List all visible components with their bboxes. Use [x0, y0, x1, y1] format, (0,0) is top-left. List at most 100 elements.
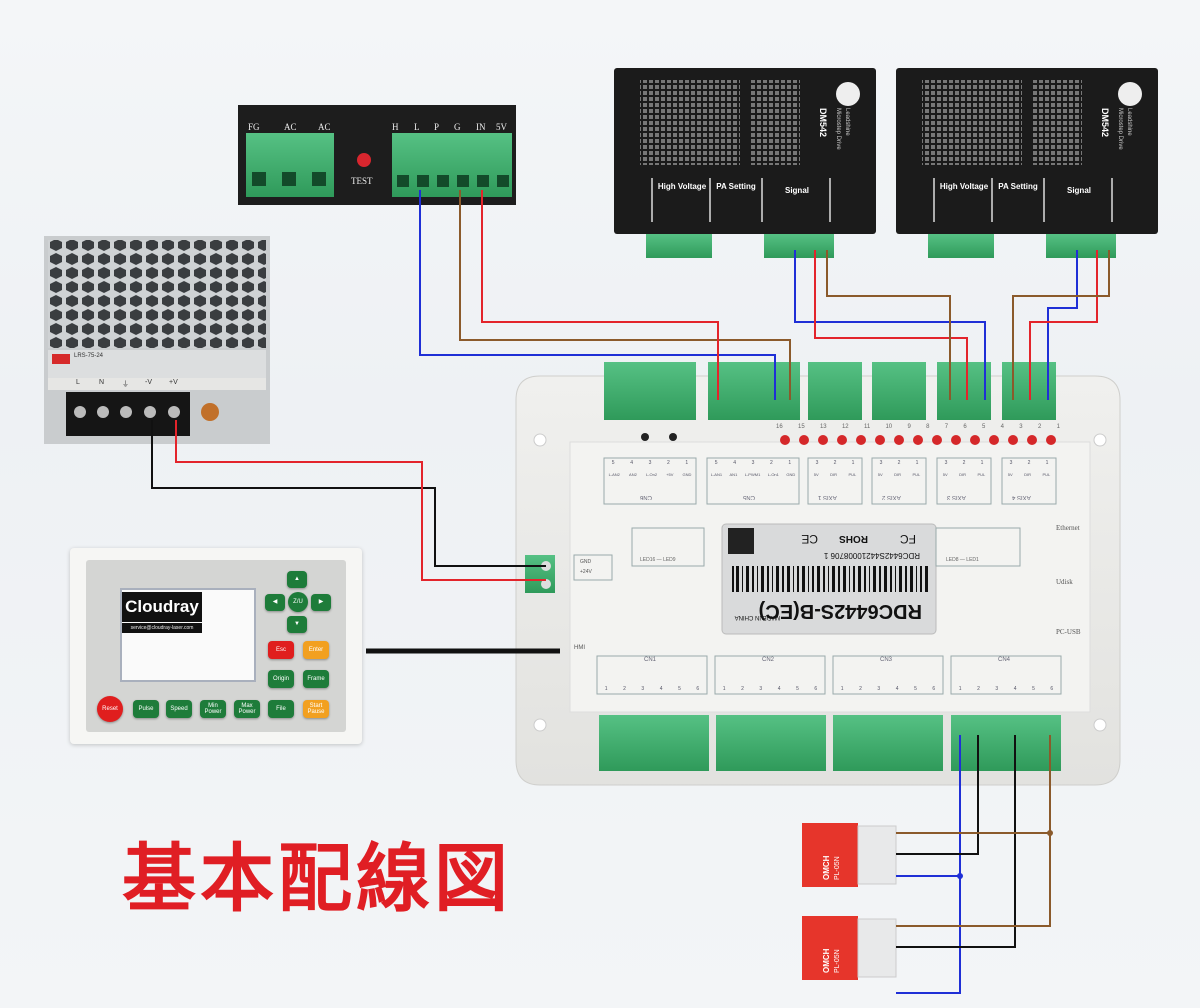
led-number: 8: [926, 424, 930, 430]
pin: 6: [814, 686, 818, 692]
group-cn2: CN2: [762, 657, 775, 663]
signal: DIR: [959, 472, 966, 477]
right-arrow-key[interactable]: ▶: [311, 594, 331, 611]
led-number: 6: [963, 424, 967, 430]
signal: 5V: [813, 472, 819, 477]
group-axis1: AXIS 1: [818, 494, 837, 500]
pin: 2: [769, 460, 773, 466]
port-udisk[interactable]: Udisk: [1056, 578, 1073, 586]
pin: 1: [980, 460, 984, 466]
laser-power-supply: [238, 105, 516, 205]
up-arrow-key[interactable]: ▲: [287, 571, 307, 588]
controller-label: RDC6442S-B(EC) MADE IN CHINA RDC6442S442…: [730, 528, 930, 628]
down-arrow-key[interactable]: ▼: [287, 616, 307, 633]
switch2-brand: OMCH: [822, 948, 831, 973]
pin: 3: [648, 460, 652, 466]
z-u-key[interactable]: Z/U: [288, 592, 308, 612]
panel-logo: Cloudray: [122, 592, 202, 622]
led-number: 5: [982, 424, 986, 430]
led-number: 15: [797, 424, 805, 430]
esc-key[interactable]: Esc: [268, 641, 294, 659]
pin: 3: [751, 460, 755, 466]
cert-fc: FC: [900, 532, 916, 546]
led-number: 10: [885, 424, 893, 430]
enter-key[interactable]: Enter: [303, 641, 329, 659]
pulse-key[interactable]: Pulse: [133, 700, 159, 718]
start-pause-key[interactable]: Start Pause: [303, 700, 329, 718]
test-button[interactable]: [357, 153, 371, 167]
driver2-section-pa: PA Setting: [998, 182, 1038, 191]
wires: [151, 190, 1110, 994]
pin: 1: [604, 686, 608, 692]
limit-switch-2: [802, 916, 897, 980]
psu-label-fg: FG: [248, 122, 260, 132]
led-number: 11: [863, 424, 871, 430]
pin: 3: [1009, 460, 1013, 466]
signal: PUL: [912, 472, 921, 477]
led-number: 7: [944, 424, 949, 430]
bottom-terminal-blocks: [599, 715, 1061, 771]
led-number: 13: [819, 424, 827, 430]
pin: 5: [1032, 686, 1035, 692]
cert-ce: CE: [801, 532, 818, 546]
driver2-model: DM542: [1100, 108, 1110, 138]
led-number: 9: [907, 424, 911, 430]
pin: 1: [915, 460, 919, 466]
panel-url: service@cloudray-laser.com: [122, 623, 202, 633]
pin: 4: [659, 686, 663, 692]
port-pc-usb[interactable]: PC-USB: [1056, 628, 1081, 636]
pin: 4: [1013, 686, 1017, 692]
max-power-key[interactable]: Max Power: [234, 700, 260, 718]
page-title: 基本配線図: [122, 836, 512, 922]
serial-number: RDC6442S44210008706 1: [823, 551, 920, 560]
made-in-label: MADE IN CHINA: [734, 614, 780, 620]
pin: 3: [815, 460, 819, 466]
dc-psu-terminal-pos: +V: [169, 379, 178, 386]
group-axis3: AXIS 3: [947, 494, 966, 500]
power-label-24v: +24V: [580, 569, 592, 575]
pin: 5: [796, 686, 799, 692]
status-leds: [780, 435, 1056, 445]
signal: GND: [682, 472, 692, 477]
frame-key[interactable]: Frame: [303, 670, 329, 688]
driver1-section-hv: High Voltage: [657, 182, 707, 191]
pin: 1: [722, 686, 726, 692]
pin: 4: [895, 686, 899, 692]
psu-right-terminal-block: [392, 133, 512, 197]
dc-psu-terminal-l: L: [76, 379, 80, 386]
stepper-driver-1: [614, 68, 876, 258]
pin: 5: [714, 460, 718, 466]
switch2-model: PL-05N: [834, 949, 841, 973]
min-power-key[interactable]: Min Power: [200, 700, 226, 718]
pin: 3: [944, 460, 948, 466]
pin: 2: [666, 460, 670, 466]
pin: 3: [759, 686, 763, 692]
signal: DIR: [894, 472, 901, 477]
led-number: 4: [1000, 424, 1004, 430]
driver1-subtitle: Microstep Drive: [835, 108, 841, 150]
port-ethernet[interactable]: Ethernet: [1056, 524, 1080, 532]
speed-key[interactable]: Speed: [166, 700, 192, 718]
signal: L-On1: [767, 472, 779, 477]
pin: 3: [877, 686, 881, 692]
driver1-section-signal: Signal: [784, 186, 809, 195]
file-key[interactable]: File: [268, 700, 294, 718]
dc-psu-terminal-n: N: [99, 379, 105, 386]
origin-key[interactable]: Origin: [268, 670, 294, 688]
left-arrow-key[interactable]: ◀: [265, 594, 285, 611]
pin: 1: [840, 686, 844, 692]
psu-label-l: L: [414, 122, 420, 132]
pin: 1: [788, 460, 792, 466]
group-cn6: CN6: [640, 494, 653, 500]
led-number: 2: [1037, 424, 1042, 430]
pin: 1: [958, 686, 962, 692]
signal: +5V: [666, 472, 674, 477]
reset-key[interactable]: Reset: [97, 696, 123, 722]
